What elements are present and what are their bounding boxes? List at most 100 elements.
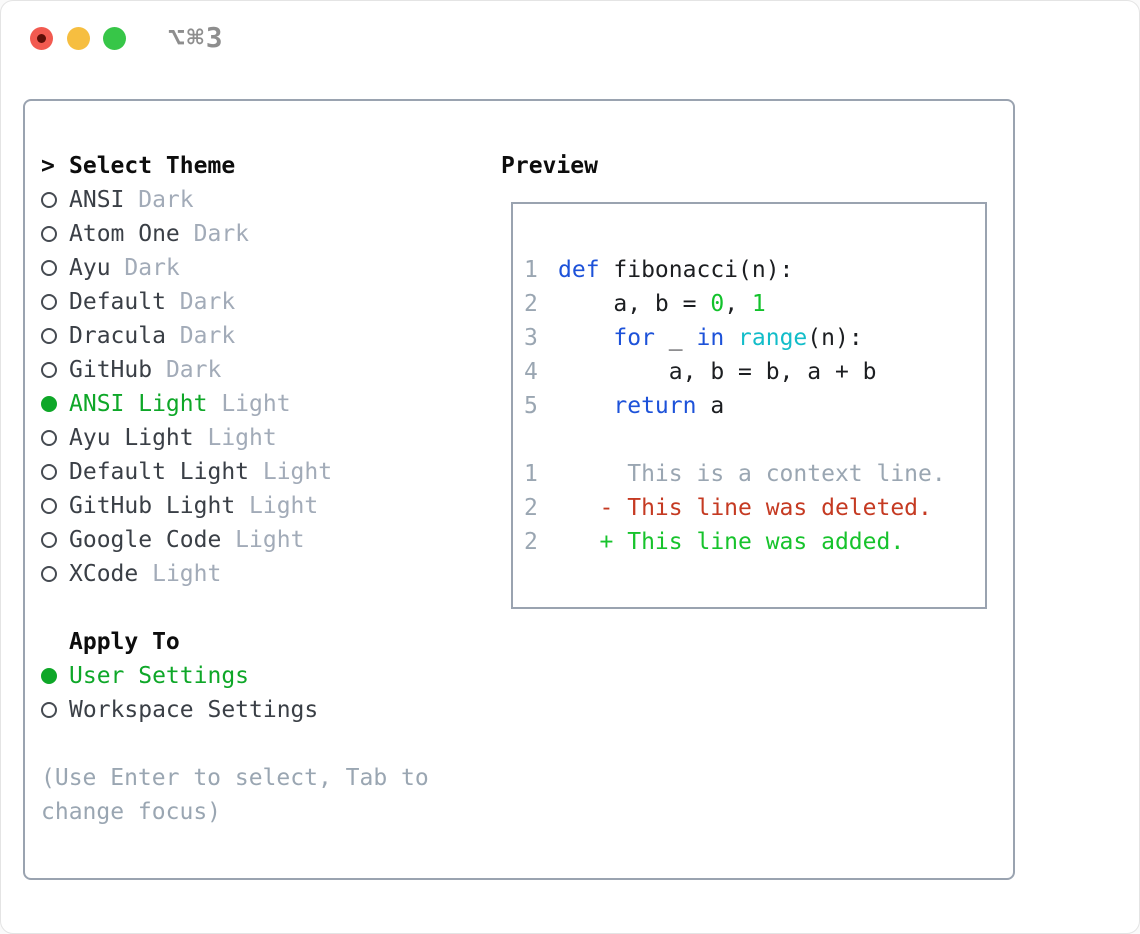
theme-option-ansi[interactable]: ANSI Dark <box>41 183 429 217</box>
option-label: User Settings <box>69 663 250 689</box>
option-label: ANSI Light <box>69 391 208 417</box>
option-label: Default Light <box>69 459 250 485</box>
line-number: 3 <box>524 325 538 351</box>
code-token: (n): <box>807 325 863 351</box>
theme-option-xcode[interactable]: XCode Light <box>41 557 429 591</box>
theme-option-github[interactable]: GitHub Dark <box>41 353 429 387</box>
radio-icon <box>41 255 69 281</box>
theme-option-google-code[interactable]: Google Code Light <box>41 523 429 557</box>
code-token <box>724 325 738 351</box>
theme-option-atom-one[interactable]: Atom One Dark <box>41 217 429 251</box>
code-line: 4 a, b = b, a + b <box>513 355 985 389</box>
radio-icon <box>41 187 69 213</box>
spacer-row <box>41 727 429 761</box>
code-line: 2 + This line was added. <box>513 525 985 559</box>
code-token: , <box>724 291 752 317</box>
radio-icon <box>41 221 69 247</box>
code-content: - This line was deleted. <box>558 495 932 521</box>
radio-icon <box>41 561 69 587</box>
code-token: a <box>696 393 725 419</box>
code-token: 0 <box>710 291 725 317</box>
line-number: 2 <box>524 495 538 521</box>
code-blank-line <box>513 423 985 457</box>
radio-selected-icon <box>41 663 69 689</box>
option-variant-label: Dark <box>179 221 250 247</box>
code-token: range <box>738 325 808 351</box>
selection-caret-icon: > <box>41 153 55 179</box>
radio-icon <box>41 357 69 383</box>
traffic-light-minimize[interactable] <box>67 27 90 50</box>
option-label: Dracula <box>69 323 166 349</box>
option-variant-label: Dark <box>124 187 194 213</box>
line-number: 1 <box>524 461 538 487</box>
apply-option-workspace-settings[interactable]: Workspace Settings <box>41 693 429 727</box>
code-content: This is a context line. <box>558 461 946 487</box>
code-token: a, b = b, a + b <box>558 359 877 385</box>
line-number: 4 <box>524 359 538 385</box>
code-line: 5 return a <box>513 389 985 423</box>
radio-icon <box>41 289 69 315</box>
option-variant-label: Light <box>249 459 333 485</box>
theme-option-github-light[interactable]: GitHub Light Light <box>41 489 429 523</box>
code-token: - This line was deleted. <box>558 495 932 521</box>
code-line: 2 a, b = 0, 1 <box>513 287 985 321</box>
radio-icon <box>41 425 69 451</box>
option-label: Workspace Settings <box>69 697 319 723</box>
option-label: GitHub <box>69 357 153 383</box>
traffic-light-zoom[interactable] <box>103 27 126 50</box>
option-variant-label: Light <box>207 391 291 417</box>
code-token: _ <box>654 325 697 351</box>
code-line: 2 - This line was deleted. <box>513 491 985 525</box>
option-label: Atom One <box>69 221 180 247</box>
window-title: ⌥⌘3 <box>168 21 225 54</box>
theme-option-ayu-light[interactable]: Ayu Light Light <box>41 421 429 455</box>
code-content: for _ in range(n): <box>558 325 863 351</box>
option-variant-label: Dark <box>110 255 180 281</box>
option-variant-label: Light <box>193 425 277 451</box>
line-number: 2 <box>524 529 538 555</box>
theme-option-ayu[interactable]: Ayu Dark <box>41 251 429 285</box>
code-line: 1 This is a context line. <box>513 457 985 491</box>
option-variant-label: Light <box>235 493 319 519</box>
hint-line-1: (Use Enter to select, Tab to <box>41 765 429 791</box>
theme-selector-header: > Select Theme <box>41 149 429 183</box>
theme-option-ansi-light[interactable]: ANSI Light Light <box>41 387 429 421</box>
spacer-row <box>41 591 429 625</box>
traffic-light-close-dot <box>37 34 46 43</box>
traffic-light-close[interactable] <box>30 27 53 50</box>
radio-icon <box>41 527 69 553</box>
option-variant-label: Dark <box>152 357 222 383</box>
option-variant-label: Light <box>138 561 222 587</box>
apply-option-user-settings[interactable]: User Settings <box>41 659 429 693</box>
apply-to-header: Apply To <box>41 625 429 659</box>
theme-selector-title: Select Theme <box>69 153 236 179</box>
code-content: + This line was added. <box>558 529 905 555</box>
code-token: def <box>558 257 600 283</box>
theme-option-default[interactable]: Default Dark <box>41 285 429 319</box>
radio-icon <box>41 459 69 485</box>
option-variant-label: Dark <box>165 323 236 349</box>
preview-title: Preview <box>501 153 598 179</box>
radio-icon <box>41 697 69 723</box>
option-label: Ayu Light <box>69 425 194 451</box>
option-label: Ayu <box>69 255 111 281</box>
code-token: 1 <box>751 291 766 317</box>
radio-selected-icon <box>41 391 69 417</box>
code-token <box>558 393 613 419</box>
code-content: a, b = b, a + b <box>558 359 877 385</box>
option-label: Default <box>69 289 166 315</box>
option-label: Google Code <box>69 527 222 553</box>
code-token: return <box>613 393 697 419</box>
radio-icon <box>41 493 69 519</box>
option-variant-label: Light <box>221 527 305 553</box>
theme-option-dracula[interactable]: Dracula Dark <box>41 319 429 353</box>
line-number: 2 <box>524 291 538 317</box>
hint-line-2: change focus) <box>41 799 222 825</box>
theme-option-default-light[interactable]: Default Light Light <box>41 455 429 489</box>
code-content: def fibonacci(n): <box>558 257 793 283</box>
